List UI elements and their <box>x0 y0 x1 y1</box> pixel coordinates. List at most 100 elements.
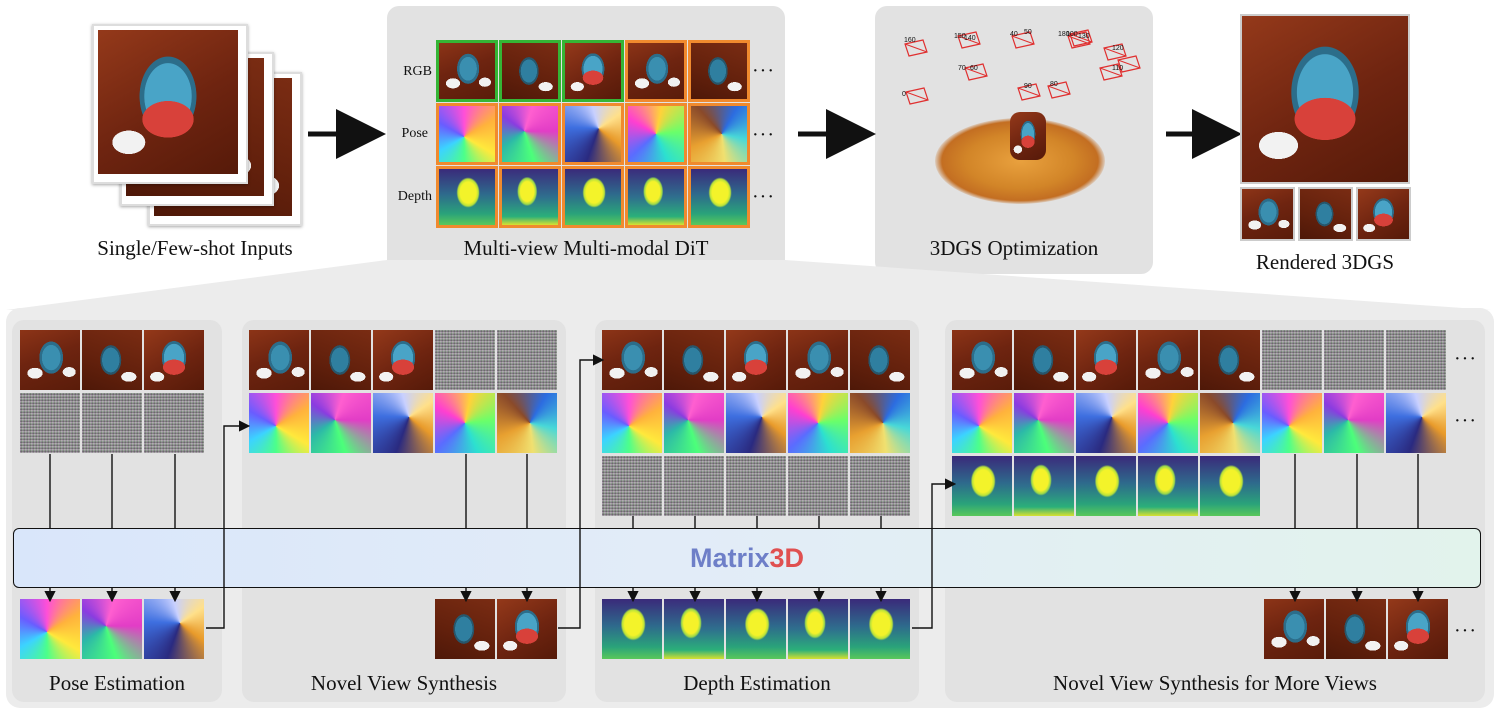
dit-pose-tile <box>436 103 498 165</box>
dit-depth-tile <box>688 166 750 228</box>
depth-task-noise <box>664 456 724 516</box>
camera-frustum-edge <box>905 91 929 101</box>
camera-label: 180 <box>1058 31 1070 38</box>
nvs-task-rgb <box>435 330 495 390</box>
dit-depth-tile <box>562 166 624 228</box>
camera-label: 50 <box>1024 29 1032 36</box>
more-task-depth <box>1014 456 1074 516</box>
more-task-pose <box>952 393 1012 453</box>
dit-pose-tile <box>499 103 561 165</box>
camera-frustum-edge <box>1047 85 1071 95</box>
pose-estimation-caption: Pose Estimation <box>49 671 185 695</box>
nvs-task-rgb <box>249 330 309 390</box>
dit-ellipsis-pose: ··· <box>752 124 775 146</box>
camera-frustum-edge <box>1069 33 1093 43</box>
camera-frustum-edge <box>964 67 988 77</box>
dit-depth-tile <box>436 166 498 228</box>
depth-task-noise <box>850 456 910 516</box>
camera-frustum-edge <box>904 43 928 53</box>
dit-rgb-tile <box>688 40 750 102</box>
camera-label: 80 <box>1050 81 1058 88</box>
camera-frustum-edge <box>1011 35 1035 45</box>
more-task-rgb <box>1262 330 1322 390</box>
dit-depth-tile <box>625 166 687 228</box>
camera-label: 40 <box>1010 31 1018 38</box>
dit-depth-tile <box>499 166 561 228</box>
camera-label: 0 <box>902 91 906 98</box>
camera-label: 90 <box>1024 83 1032 90</box>
dit-rgb-tile <box>625 40 687 102</box>
depth-task-output <box>788 599 848 659</box>
nvs-task-rgb <box>497 330 557 390</box>
more-task-pose <box>1076 393 1136 453</box>
row-label-depth: Depth <box>397 189 432 204</box>
camera-label: 110 <box>1112 65 1123 72</box>
more-task-depth <box>1076 456 1136 516</box>
camera-label: 140 <box>964 35 976 42</box>
dit-ellipsis-rgb: ··· <box>752 60 775 82</box>
nvs-task-pose <box>311 393 371 453</box>
depth-task-output <box>726 599 786 659</box>
dit-caption: Multi-view Multi-modal DiT <box>463 236 709 260</box>
camera-label: 120 <box>1112 45 1124 52</box>
more-task-rgb <box>1138 330 1198 390</box>
more-task-depth <box>952 456 1012 516</box>
more-task-pose <box>1386 393 1446 453</box>
depth-task-output <box>602 599 662 659</box>
pose-task-noise <box>82 393 142 453</box>
more-task-rgb <box>1076 330 1136 390</box>
camera-label: 150 <box>954 33 966 40</box>
more-task-rgb <box>952 330 1012 390</box>
pose-task-output <box>82 599 142 659</box>
camera-label: 100 <box>1066 31 1078 38</box>
depth-task-pose <box>726 393 786 453</box>
dit-pose-tile <box>625 103 687 165</box>
more-ellipsis-pose: ··· <box>1454 410 1477 432</box>
nvs-more-caption: Novel View Synthesis for More Views <box>1053 671 1377 695</box>
depth-task-rgb <box>850 330 910 390</box>
rendered-main-view <box>1240 14 1410 184</box>
reconstructed-object <box>1010 112 1046 160</box>
nvs-task-pose <box>373 393 433 453</box>
more-task-rgb <box>1324 330 1384 390</box>
depth-task-rgb <box>602 330 662 390</box>
inputs-caption: Single/Few-shot Inputs <box>97 236 293 260</box>
input-image-1 <box>92 24 248 184</box>
more-task-output <box>1326 599 1386 659</box>
matrix3d-title-part1: Matrix <box>689 543 770 573</box>
dit-rgb-tile <box>436 40 498 102</box>
depth-task-noise <box>726 456 786 516</box>
camera-label: 130 <box>1078 33 1090 40</box>
more-task-depth <box>1200 456 1260 516</box>
more-task-depth <box>1138 456 1198 516</box>
rendered-caption: Rendered 3DGS <box>1255 250 1395 274</box>
depth-task-rgb <box>664 330 724 390</box>
depth-task-noise <box>602 456 662 516</box>
camera-label: 160 <box>904 37 916 44</box>
more-task-pose <box>1200 393 1260 453</box>
depth-task-pose <box>664 393 724 453</box>
depth-task-pose <box>602 393 662 453</box>
more-task-output <box>1388 599 1448 659</box>
dit-pose-tile <box>688 103 750 165</box>
rendered-view-3 <box>1356 187 1411 241</box>
pose-task-noise <box>20 393 80 453</box>
more-ellipsis-rgb: ··· <box>1454 348 1477 370</box>
rendered-view-2 <box>1298 187 1353 241</box>
matrix3d-title: Matrix3D <box>14 543 1480 574</box>
pose-task-noise <box>144 393 204 453</box>
depth-task-pose <box>850 393 910 453</box>
pose-task-rgb <box>20 330 80 390</box>
nvs-task-output <box>497 599 557 659</box>
camera-frustum-edge <box>1117 59 1141 69</box>
depth-task-pose <box>788 393 848 453</box>
dit-pose-tile <box>562 103 624 165</box>
camera-frustum-edge <box>957 35 981 45</box>
camera-frustum-edge <box>1017 87 1041 97</box>
depth-task-output <box>850 599 910 659</box>
more-ellipsis-output: ··· <box>1454 620 1477 642</box>
camera-frustum-edge <box>1099 67 1123 77</box>
